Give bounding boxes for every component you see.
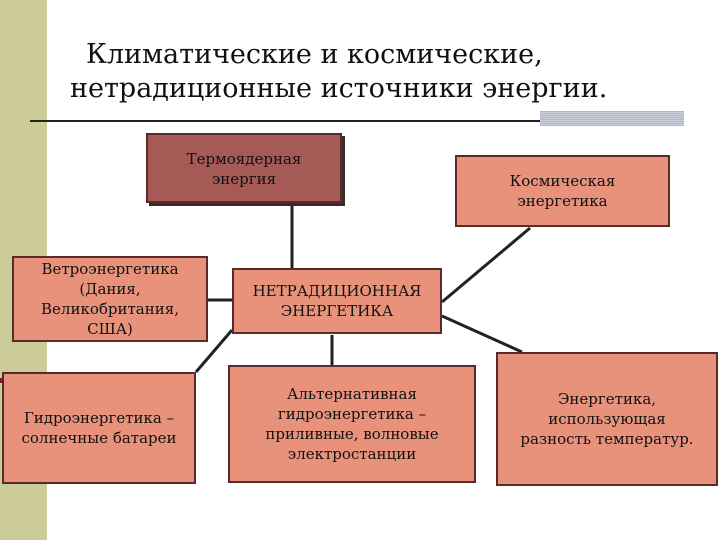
title-line-2: нетрадиционные источники энергии. [70,73,608,104]
node-wind-energy: Ветроэнергетика (Дания, Великобритания, … [12,256,208,342]
connector-space [441,226,531,304]
title-line-1: Климатические и космические, [86,39,543,70]
connector-temp-diff [441,314,523,354]
title-underline [30,120,684,122]
node-thermonuclear: Термоядерная энергия [146,133,342,203]
node-nontraditional-energy: НЕТРАДИЦИОННАЯ ЭНЕРГЕТИКА [232,268,442,334]
node-temperature-difference: Энергетика, использующая разность темпер… [496,352,718,486]
slide-title: Климатические и космические, нетрадицион… [70,38,670,106]
node-space-energy: Космическая энергетика [455,155,670,227]
title-accent-block [540,111,684,126]
node-alternative-hydro: Альтернативная гидроэнергетика – приливн… [228,365,476,483]
connector-hydro-solar [194,329,234,373]
node-hydro-solar: Гидроэнергетика – солнечные батареи [2,372,196,484]
